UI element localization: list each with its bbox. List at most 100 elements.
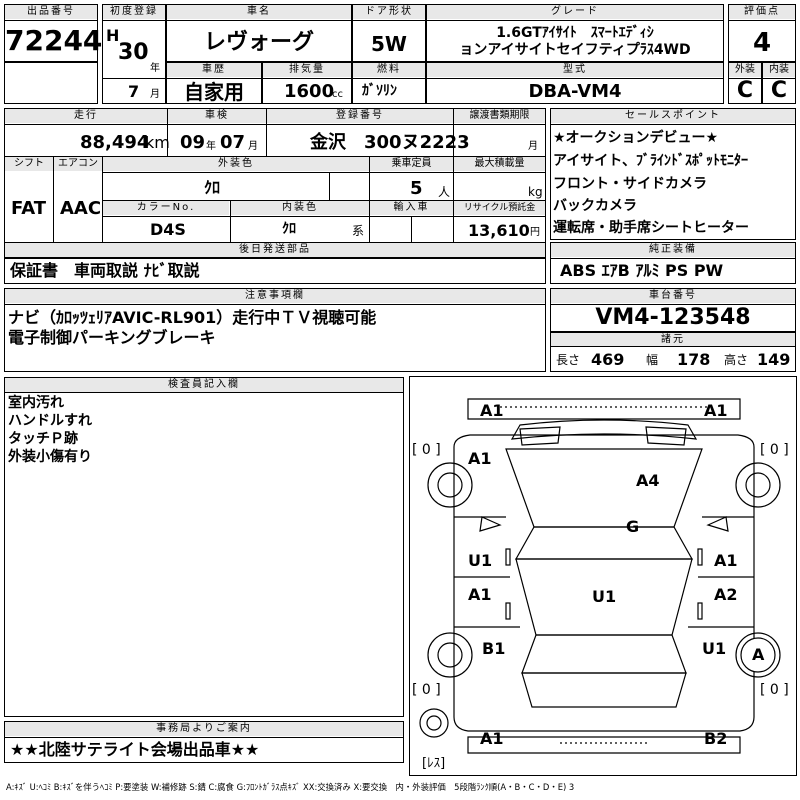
model: DBA-VM4 <box>528 81 622 102</box>
recycle-label: リサイクル預託金 <box>454 201 545 215</box>
damage-hood: A4 <box>636 471 660 490</box>
damage-roof: U1 <box>592 587 617 606</box>
reg-month-unit: 月 <box>150 89 160 100</box>
reg-year-unit: 年 <box>150 63 160 74</box>
inspection-year: 09 <box>180 132 206 153</box>
later-parts-cell <box>4 258 546 284</box>
note-line-1: ナビ（ｶﾛｯﾂｪﾘｱAVIC-RL901）走行中ＴＶ視聴可能 <box>8 308 377 327</box>
displacement-unit: cc <box>332 89 343 100</box>
office-label: 事務局よりご案内 <box>5 722 403 736</box>
damage-front-left: A1 <box>480 401 504 420</box>
notes-cell <box>4 288 546 372</box>
damage-map-frame <box>409 376 797 776</box>
damage-front-right: A1 <box>704 401 728 420</box>
inspector-note: タッチＰ跡 <box>8 431 78 447</box>
history: 自家用 <box>184 80 244 104</box>
sales-points-label: セールスポイント <box>551 109 795 123</box>
inspection-month-unit: 月 <box>248 141 258 152</box>
shift: FAT <box>11 198 47 219</box>
equipment-cell <box>550 242 796 284</box>
inspector-cell <box>4 377 404 717</box>
ac: AAC <box>60 198 102 219</box>
car-name: レヴォーグ <box>203 30 314 55</box>
history-label: 車歴 <box>167 63 261 77</box>
equipment: ABS ｴｱB ｱﾙﾐ PS PW <box>560 261 724 280</box>
damage-map: A1 A1 [ 0 ] [ 0 ] A1 A4 G U1 A1 A1 U1 A2… <box>410 377 797 775</box>
height-label: 高さ <box>724 353 749 367</box>
score-label: 評価点 <box>729 5 795 19</box>
notes-label: 注意事項欄 <box>5 289 545 303</box>
load-label: 最大積載量 <box>454 157 545 171</box>
car-name-cell <box>166 4 352 62</box>
model-cell <box>426 62 724 104</box>
damage-windshield: G <box>626 517 640 536</box>
dimensions-cell <box>550 332 796 372</box>
note-line-2: 電子制御パーキングブレーキ <box>8 328 216 347</box>
transfer-unit: 月 <box>528 141 538 152</box>
sales-point-item: 運転席・助手席シートヒーター <box>553 220 749 236</box>
fuel-label: 燃料 <box>353 63 425 77</box>
mileage-unit: km <box>145 133 170 152</box>
displacement-cell <box>262 62 352 104</box>
color-label: 外装色 <box>103 157 369 171</box>
lot-number: 72244 <box>5 24 103 57</box>
recycle-unit: 円 <box>530 227 540 238</box>
width: 178 <box>677 350 711 369</box>
score-cell <box>728 4 796 62</box>
door-label: ドア形状 <box>353 5 425 19</box>
later-parts-label: 後日発送部品 <box>5 243 545 257</box>
inspection-year-unit: 年 <box>206 141 216 152</box>
damage-right-rear-door: A2 <box>714 585 738 604</box>
chassis-cell <box>550 288 796 332</box>
capacity-unit: 人 <box>438 185 451 199</box>
color-number: D4S <box>150 220 186 239</box>
history-cell <box>166 62 262 104</box>
capacity: 5 <box>410 178 423 199</box>
fuel: ｶﾞｿﾘﾝ <box>362 83 397 99</box>
sales-point-item: アイサイト、ﾌﾞﾗｲﾝﾄﾞｽﾎﾟｯﾄﾓﾆﾀｰ <box>553 153 749 169</box>
interior-color: ｸﾛ <box>282 221 296 237</box>
tire-front-left: [ 0 ] <box>412 442 441 458</box>
damage-hood-left: A1 <box>468 449 492 468</box>
inspector-note: ハンドルすれ <box>8 413 92 429</box>
tire-front-right: [ 0 ] <box>760 442 789 458</box>
width-label: 幅 <box>646 353 659 367</box>
tire-rear-right: [ 0 ] <box>760 682 789 698</box>
office-cell <box>4 721 404 763</box>
grade-label: グレード <box>427 5 723 19</box>
exterior-color: ｸﾛ <box>204 178 221 197</box>
grade-line-1: 1.6GTｱｲｻｲﾄ ｽﾏｰﾄｴﾃﾞｨｼ <box>496 25 654 41</box>
era: H <box>106 26 120 45</box>
plate-number: 金沢 300ヌ2223 <box>310 132 470 153</box>
damage-rear-left: A1 <box>480 729 504 748</box>
damage-left-rear-door: A1 <box>468 585 492 604</box>
lot-number-cell <box>4 4 98 62</box>
spare-tire: [ﾚｽ] <box>422 756 446 771</box>
int-color-label: 内装色 <box>231 201 369 215</box>
damage-left-front-door: U1 <box>468 551 493 570</box>
color-no-label: カラーNo. <box>103 201 229 215</box>
interior-cell <box>762 62 796 104</box>
first-registration-cell <box>102 4 166 104</box>
inspection-month: 07 <box>220 132 246 153</box>
fuel-cell <box>352 62 426 104</box>
sales-point-item: バックカメラ <box>553 198 637 214</box>
exterior-label: 外装 <box>729 63 761 77</box>
damage-rear-right: B2 <box>704 729 728 748</box>
damage-right-front-door: A1 <box>714 551 738 570</box>
exterior-score: C <box>736 78 754 103</box>
grade-line-2: ョンアイサイトセイフティプﾗｽ4WD <box>459 42 691 58</box>
damage-right-rear-fender: U1 <box>702 639 727 658</box>
damage-legend: A:ｷｽﾞ U:ﾍｺﾐ B:ｷｽﾞを伴うﾍｺﾐ P:要塗装 W:補修跡 S:錆 … <box>6 782 575 792</box>
displacement: 1600 <box>284 81 335 102</box>
interior-score: C <box>770 78 788 103</box>
capacity-label: 乗車定員 <box>370 157 453 171</box>
length-label: 長さ <box>556 353 581 367</box>
damage-left-rear-fender: B1 <box>482 639 506 658</box>
door-cell <box>352 4 426 62</box>
chassis-label: 車台番号 <box>551 289 795 303</box>
ac-label: エアコン <box>54 157 102 171</box>
exterior-cell <box>728 62 762 104</box>
interior-label: 内装 <box>763 63 795 77</box>
transfer-label: 譲渡書類期限 <box>454 109 545 123</box>
